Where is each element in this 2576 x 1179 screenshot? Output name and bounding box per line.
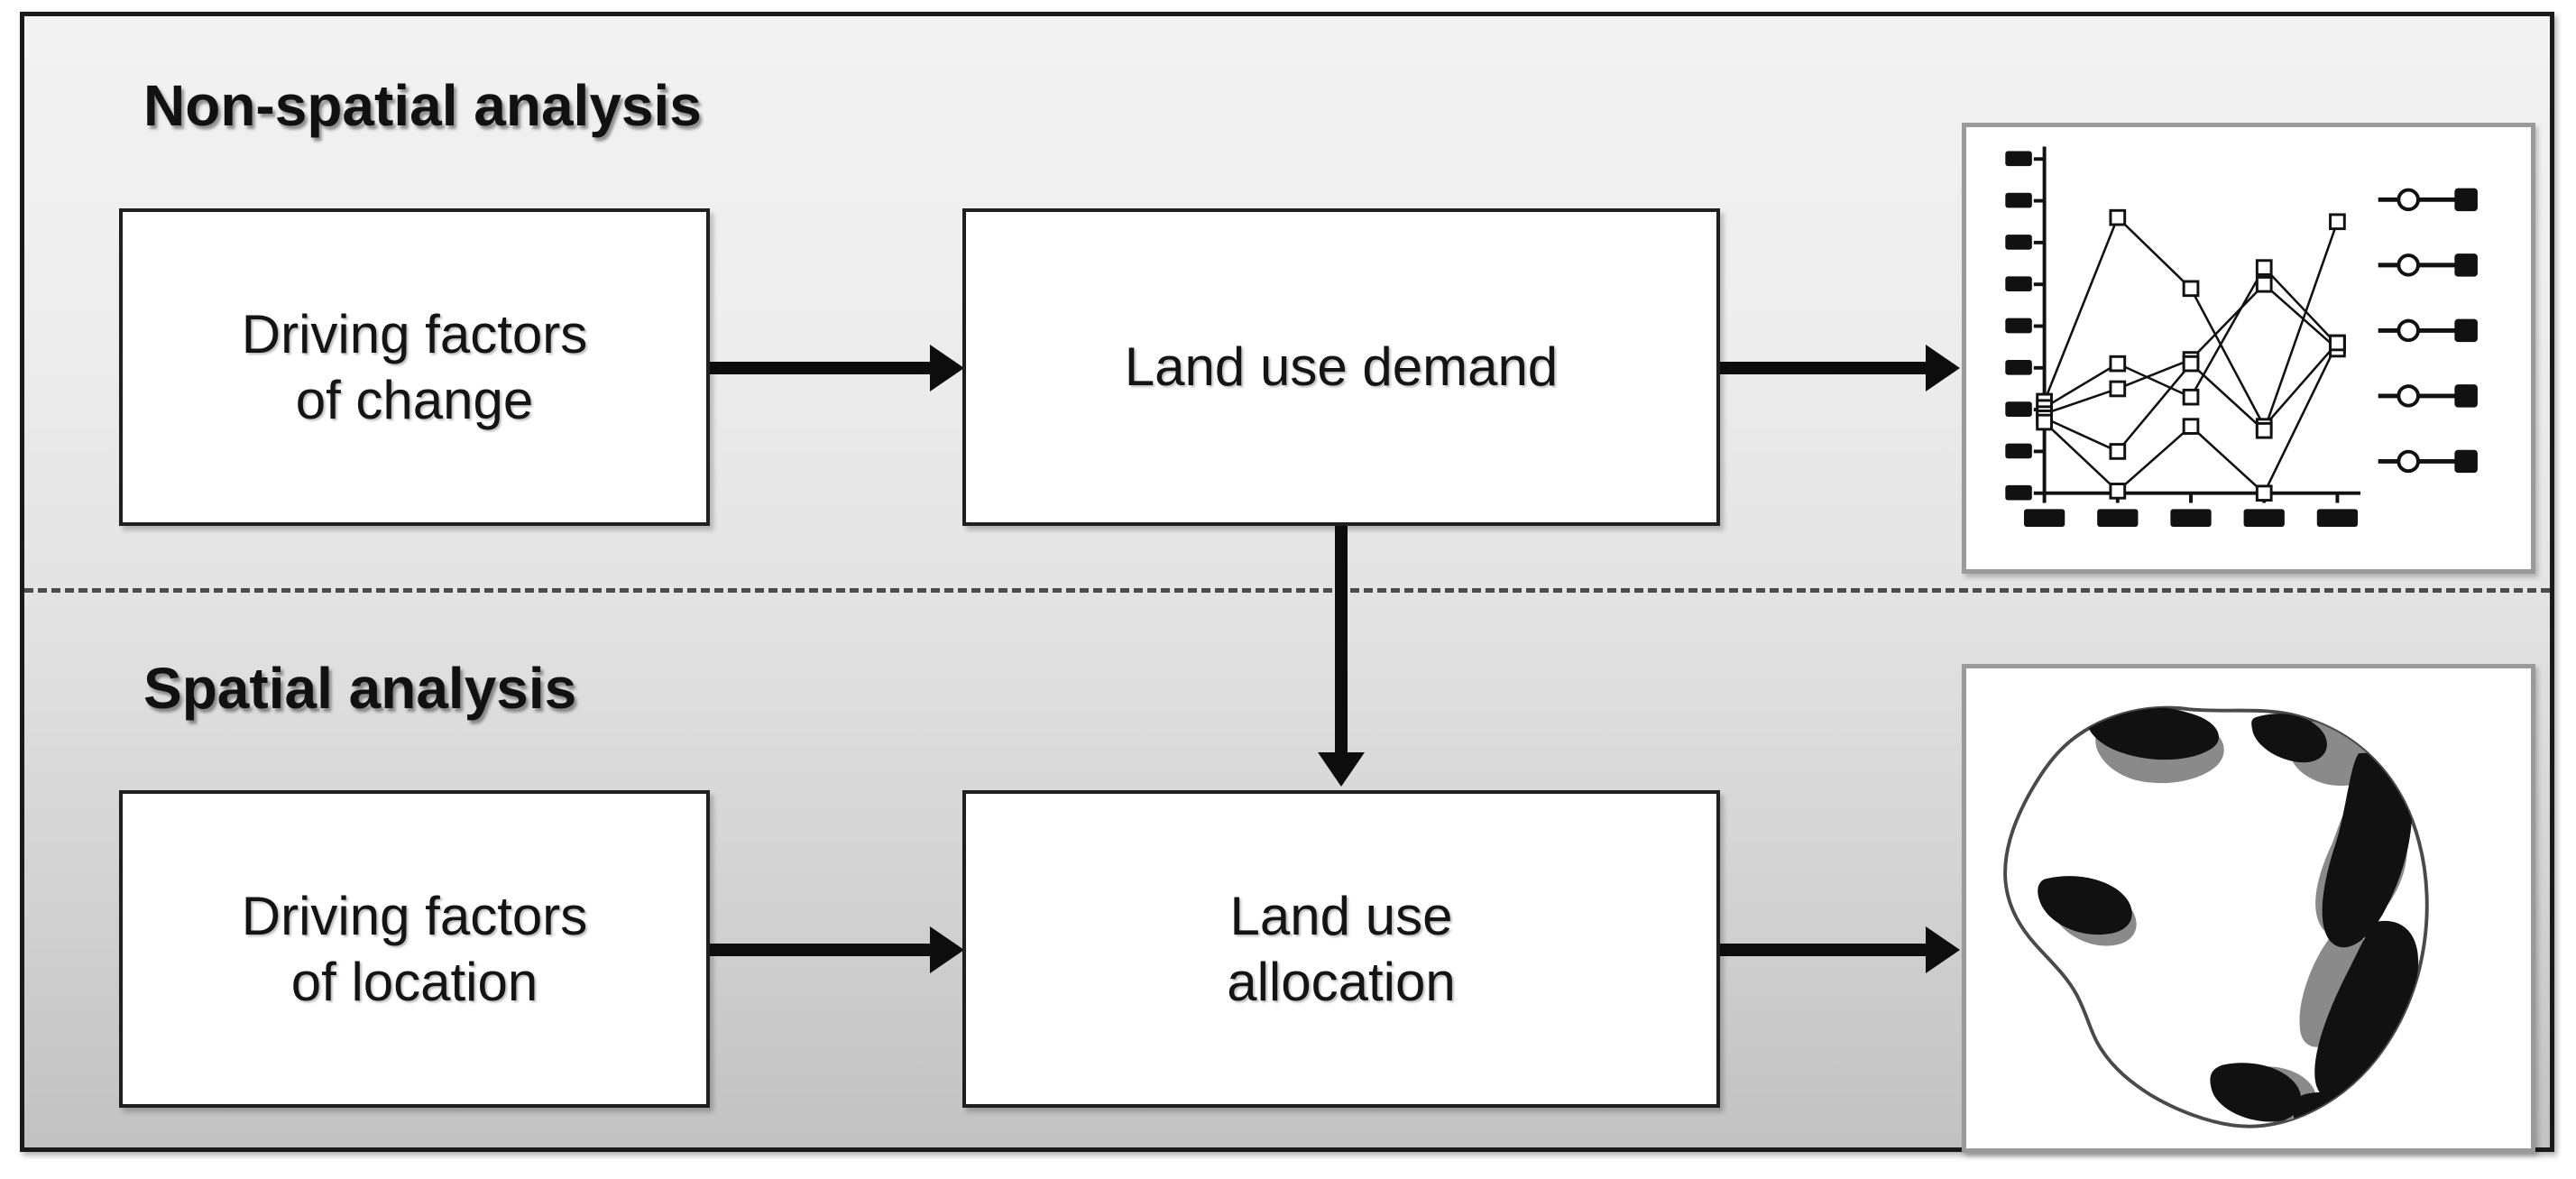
line-chart [2005, 146, 2478, 527]
arrow-change-to-demand [710, 362, 934, 374]
arrow-demand-to-chart [1720, 362, 1929, 374]
arrow-demand-to-allocation [1335, 526, 1348, 758]
arrow-location-to-allocation [710, 944, 934, 956]
land-use-map [2003, 705, 2429, 1128]
box-label: Land use demand [1124, 336, 1559, 398]
map-thumbnail[interactable] [1962, 664, 2535, 1153]
box-land-use-demand[interactable]: Land use demand [962, 208, 1720, 526]
arrow-allocation-to-map [1720, 944, 1929, 956]
section-title-spatial: Spatial analysis [143, 656, 577, 721]
section-title-non-spatial: Non-spatial analysis [143, 73, 702, 138]
chart-thumbnail[interactable] [1962, 123, 2535, 574]
section-divider [24, 588, 2550, 593]
